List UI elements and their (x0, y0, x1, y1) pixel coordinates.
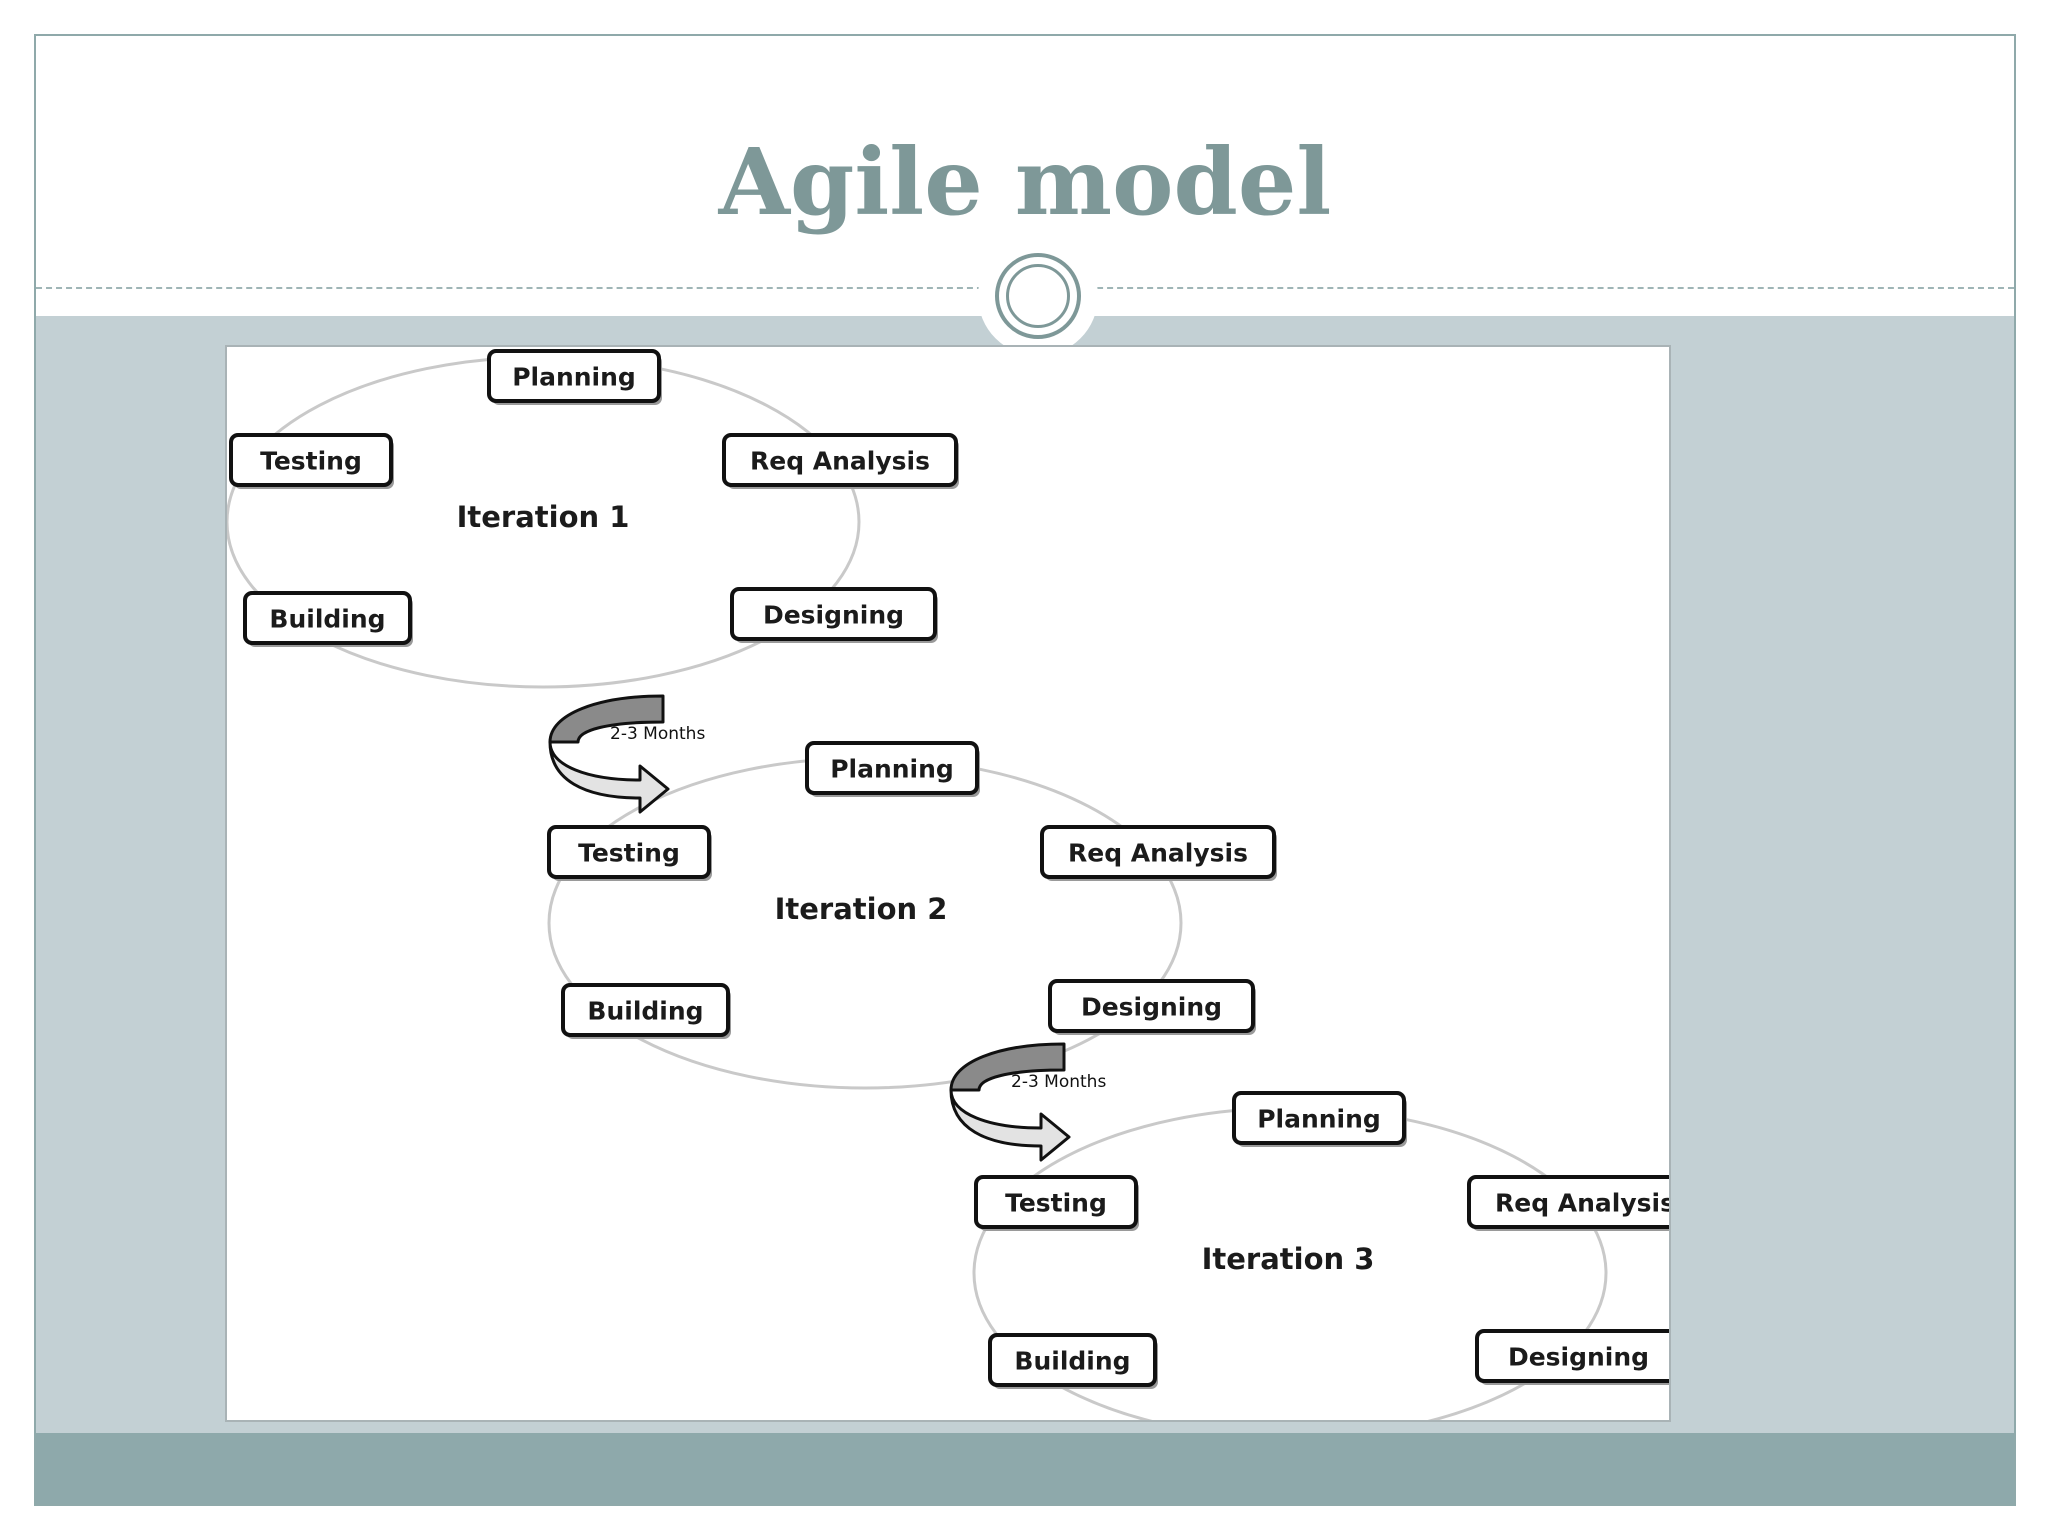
footer-band (36, 1433, 2014, 1504)
phase-box (1232, 1091, 1406, 1145)
phase-req-analysis: Req Analysis (1467, 1175, 1669, 1231)
phase-box (805, 741, 979, 795)
phase-planning: Planning (487, 349, 662, 405)
slide-title: Agile model (718, 128, 1332, 236)
phase-label: Req Analysis (1068, 839, 1248, 868)
transition-duration-label: 2-3 Months (1011, 1072, 1106, 1092)
phase-designing: Designing (1048, 979, 1256, 1035)
phase-box (988, 1333, 1157, 1387)
phase-label: Testing (1005, 1189, 1107, 1218)
phase-box (1040, 825, 1276, 879)
phase-testing: Testing (547, 825, 712, 881)
phase-building: Building (561, 983, 731, 1039)
transition-duration-label: 2-3 Months (610, 724, 705, 744)
phase-box (1048, 979, 1255, 1033)
phase-req-analysis: Req Analysis (722, 433, 959, 489)
phase-label: Building (269, 605, 385, 634)
phase-planning: Planning (805, 741, 980, 797)
phase-box (1475, 1329, 1669, 1383)
phase-req-analysis: Req Analysis (1040, 825, 1277, 881)
phase-label: Testing (578, 839, 680, 868)
transition-arrow-2: 2-3 Months (949, 1042, 1106, 1162)
phase-label: Planning (512, 363, 636, 392)
phase-box (561, 983, 730, 1037)
phase-label: Testing (260, 447, 362, 476)
phase-designing: Designing (1475, 1329, 1669, 1385)
phase-designing: Designing (730, 587, 938, 643)
iteration-label: Iteration 2 (775, 892, 948, 926)
phase-label: Building (1014, 1347, 1130, 1376)
phase-box (243, 591, 412, 645)
iteration-label: Iteration 1 (457, 500, 630, 534)
phase-label: Planning (830, 755, 954, 784)
phase-box (1467, 1175, 1669, 1229)
phase-box (229, 433, 393, 487)
phase-testing: Testing (974, 1175, 1139, 1231)
phase-box (974, 1175, 1138, 1229)
phase-label: Designing (1081, 993, 1222, 1022)
phase-label: Designing (763, 601, 904, 630)
phase-planning: Planning (1232, 1091, 1407, 1147)
phase-label: Req Analysis (1495, 1189, 1669, 1218)
transition-arrow-1: 2-3 Months (548, 694, 705, 814)
phase-label: Building (587, 997, 703, 1026)
phase-building: Building (988, 1333, 1158, 1389)
phase-label: Planning (1257, 1105, 1381, 1134)
phase-box (722, 433, 958, 487)
phase-label: Req Analysis (750, 447, 930, 476)
phase-box (487, 349, 661, 403)
phase-building: Building (243, 591, 413, 647)
phase-box (547, 825, 711, 879)
phase-box (730, 587, 937, 641)
circle-ornament-icon (978, 236, 1098, 356)
phase-label: Designing (1508, 1343, 1649, 1372)
iteration-label: Iteration 3 (1202, 1242, 1375, 1276)
phase-testing: Testing (229, 433, 394, 489)
